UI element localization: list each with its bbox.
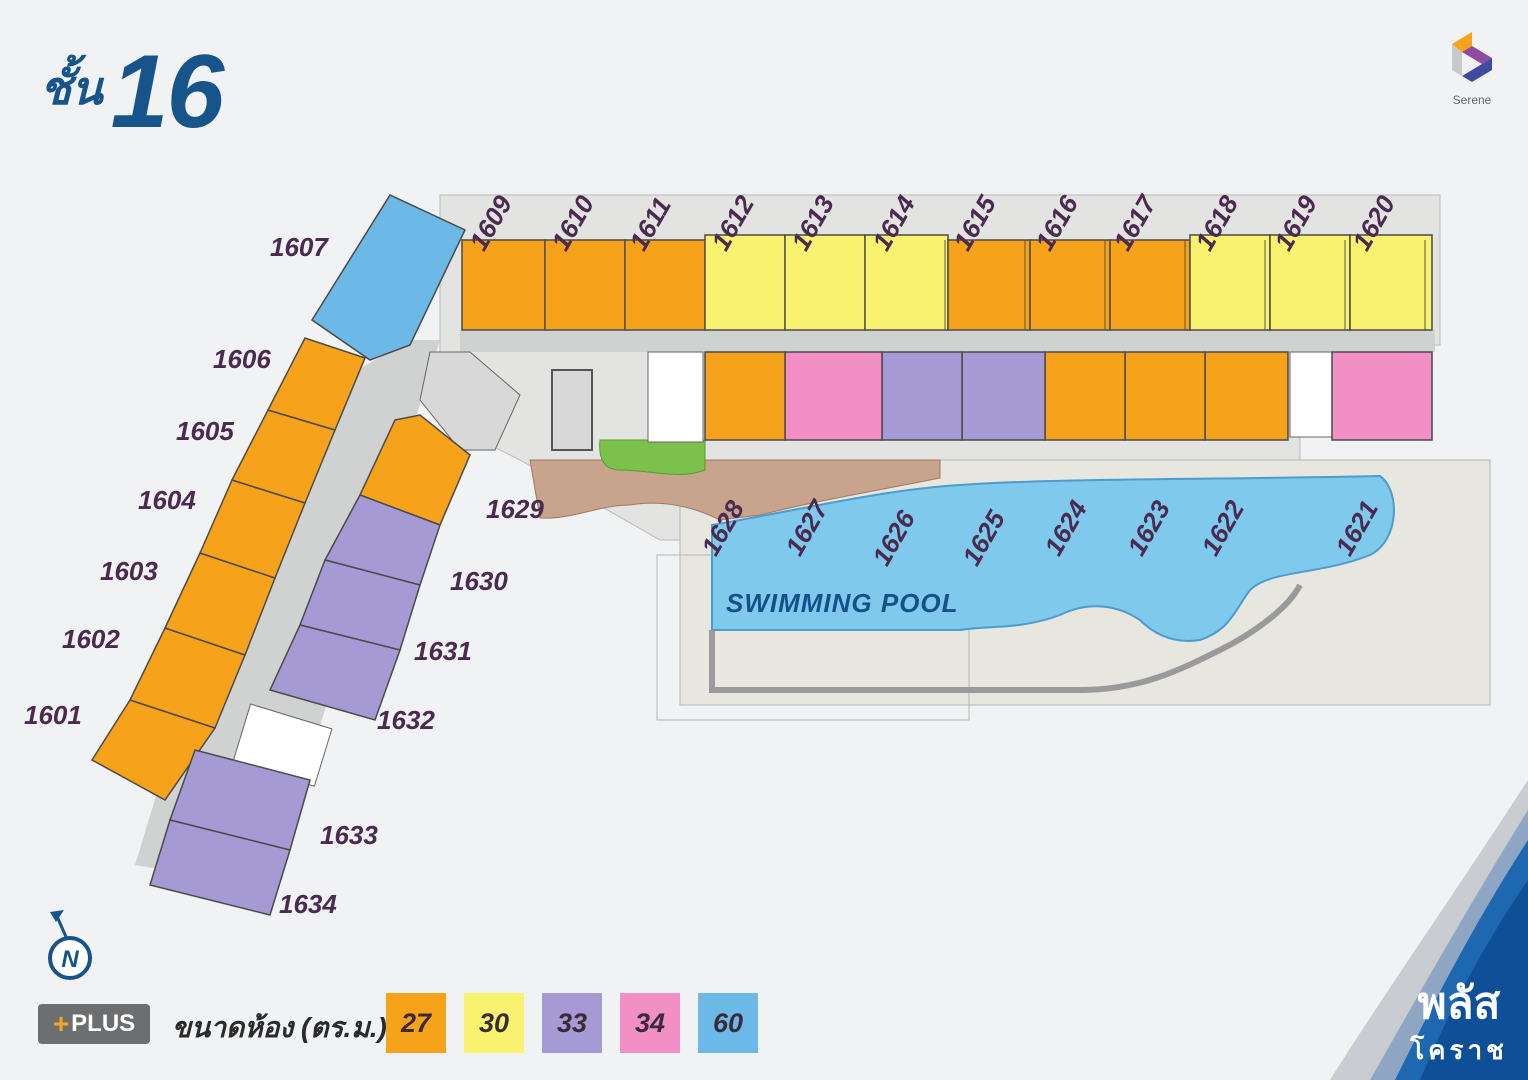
legend-title: ขนาดห้อง (ตร.ม.) <box>172 1012 387 1043</box>
plus-badge-text: PLUS <box>71 1010 136 1037</box>
unit-label-1629: 1629 <box>486 494 544 524</box>
brand-line1: พลัส <box>1417 979 1501 1028</box>
legend-swatch-34: 34 <box>620 993 680 1053</box>
brand-line2: โคราช <box>1410 1035 1508 1065</box>
compass-letter: N <box>61 946 79 973</box>
legend-swatch-33: 33 <box>542 993 602 1053</box>
floor-title: ชั้น16 <box>40 40 224 144</box>
legend-swatch-60: 60 <box>698 993 758 1053</box>
unit-1634[interactable] <box>149 819 291 916</box>
unit-1609[interactable] <box>461 239 546 331</box>
unit-label-1603: 1603 <box>100 556 158 586</box>
elevator-core <box>419 351 521 451</box>
unit-label-1631: 1631 <box>414 636 472 666</box>
floor-prefix: ชั้น <box>40 62 103 114</box>
unit-label-1604: 1604 <box>138 485 196 515</box>
unit-1622[interactable] <box>1204 351 1289 441</box>
unit-label-1605: 1605 <box>176 416 234 446</box>
unit-1619[interactable] <box>1269 234 1351 331</box>
unit-1621[interactable] <box>1331 351 1433 441</box>
unit-1617[interactable] <box>1109 239 1191 331</box>
unit-1606[interactable] <box>266 337 367 431</box>
unit-1611[interactable] <box>624 239 706 331</box>
unit-1615[interactable] <box>947 239 1031 331</box>
unit-1607[interactable] <box>310 194 467 361</box>
elevator-core <box>551 369 593 451</box>
unit-1616[interactable] <box>1029 239 1111 331</box>
north-arrow: N <box>42 906 98 986</box>
stair-core <box>1289 351 1333 438</box>
legend-swatch-27: 27 <box>386 993 446 1053</box>
unit-label-1632: 1632 <box>377 705 435 735</box>
unit-label-1602: 1602 <box>62 624 120 654</box>
unit-label-1606: 1606 <box>213 344 271 374</box>
compass-icon: N <box>48 910 92 980</box>
unit-1629[interactable] <box>358 414 471 526</box>
unit-label-1607: 1607 <box>270 232 328 262</box>
unit-1623[interactable] <box>1124 351 1206 441</box>
unit-1612[interactable] <box>704 234 786 331</box>
unit-blocks <box>90 194 1433 916</box>
serene-logo-text: Serene <box>1452 93 1492 107</box>
unit-1624[interactable] <box>1044 351 1126 441</box>
unit-label-1630: 1630 <box>450 566 508 596</box>
garden <box>599 439 706 475</box>
wood-deck <box>529 459 941 521</box>
unit-label-1633: 1633 <box>320 820 378 850</box>
unit-1628[interactable] <box>704 351 786 441</box>
pool-steps <box>709 583 1303 693</box>
unit-label-1601: 1601 <box>24 700 82 730</box>
swimming-pool <box>711 474 1395 642</box>
unit-1625[interactable] <box>961 351 1046 441</box>
unit-1618[interactable] <box>1189 234 1271 331</box>
brand-logo: พลัส โคราช <box>1400 982 1518 1071</box>
legend-swatch-30: 30 <box>464 993 524 1053</box>
unit-1626[interactable] <box>881 351 963 441</box>
unit-label-1634: 1634 <box>279 889 337 919</box>
unit-1632[interactable] <box>268 624 401 721</box>
north-corridor <box>460 330 1435 352</box>
unit-1620[interactable] <box>1349 234 1433 331</box>
unit-1610[interactable] <box>544 239 626 331</box>
swimming-pool-label: SWIMMING POOL <box>726 588 959 618</box>
unit-1627[interactable] <box>784 351 883 441</box>
diagonal-corridor <box>135 340 440 870</box>
floor-number: 16 <box>110 34 225 150</box>
serene-logo: Serene <box>1440 32 1504 107</box>
plus-icon: + <box>52 1008 70 1039</box>
stair-core <box>647 351 704 443</box>
unit-1614[interactable] <box>864 234 949 331</box>
serene-logo-icon <box>1452 32 1492 82</box>
plus-badge: + PLUS <box>38 1004 150 1044</box>
unit-1613[interactable] <box>784 234 866 331</box>
